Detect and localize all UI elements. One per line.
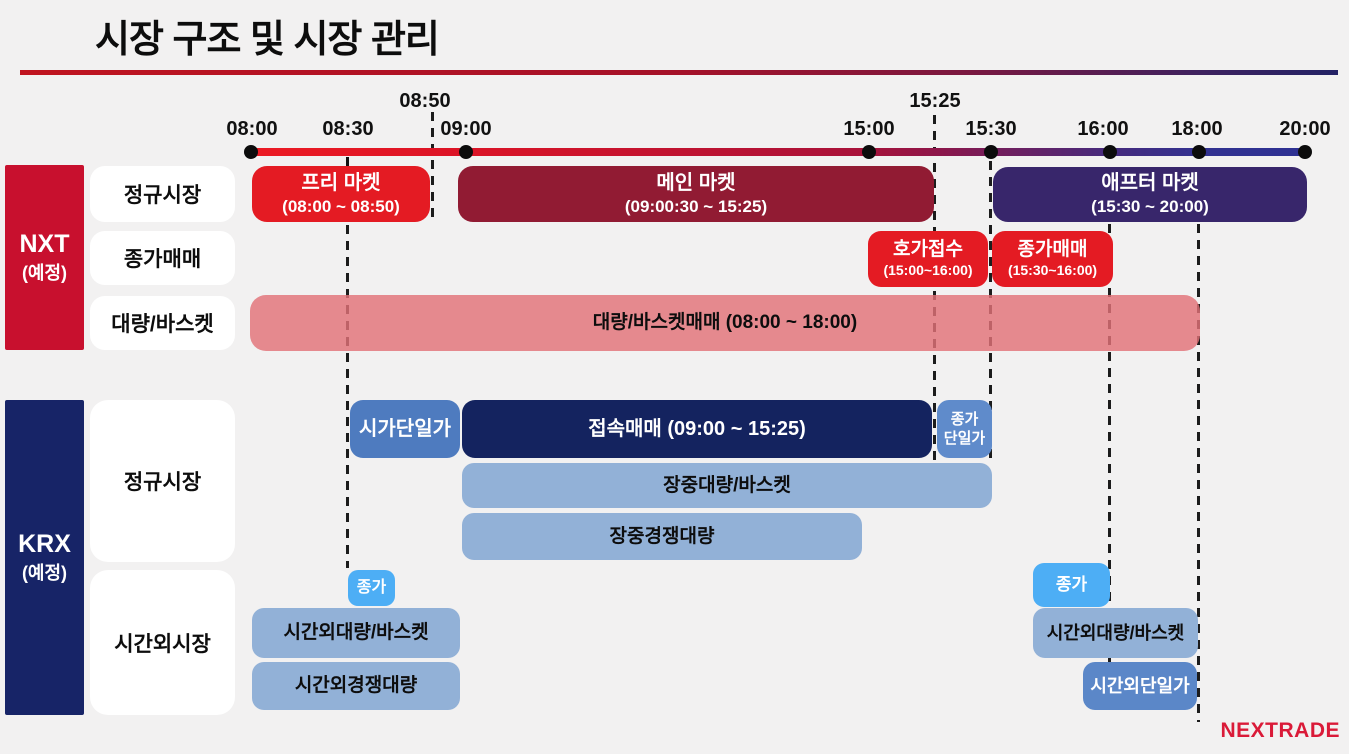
krx-bar-close-auction-left: 종가 <box>348 570 395 606</box>
block-basket-title: 대량/바스켓매매 (08:00 ~ 18:00) <box>592 312 858 334</box>
time-label-0850: 08:50 <box>399 90 451 112</box>
nxt-bar-block-basket: 대량/바스켓매매 (08:00 ~ 18:00) <box>250 295 1200 351</box>
title-gradient-divider <box>20 70 1338 75</box>
krx-row-label-regular-market: 정규시장 <box>90 400 235 562</box>
guide-dashed-line-1600 <box>1108 224 1111 708</box>
timeline-dot-0800 <box>244 145 258 159</box>
close-single-auction-line1: 종가 <box>950 410 979 428</box>
guide-dashed-line-1525 <box>933 115 936 460</box>
afterhours-block-basket-left-title: 시간외대량/바스켓 <box>283 622 429 644</box>
order-receipt-time: (15:00~16:00) <box>883 262 973 279</box>
after-market-time: (15:30 ~ 20:00) <box>1091 197 1209 217</box>
after-market-title: 애프터 마켓 <box>1101 172 1199 195</box>
close-single-auction-line2: 단일가 <box>943 430 986 447</box>
open-single-auction-title: 시가단일가 <box>359 417 451 440</box>
main-market-time: (09:00:30 ~ 15:25) <box>624 196 768 216</box>
time-label-1800: 18:00 <box>1171 118 1223 140</box>
krx-bar-continuous-trading: 접속매매 (09:00 ~ 15:25) <box>462 400 932 458</box>
time-label-0800: 08:00 <box>226 118 278 140</box>
nxt-bar-after-market: 애프터 마켓 (15:30 ~ 20:00) <box>993 167 1307 222</box>
nxt-sidebar: NXT (예정) <box>5 165 84 350</box>
pre-market-time: (08:00 ~ 08:50) <box>282 196 400 216</box>
timeline-tick-0830 <box>346 157 349 166</box>
nxt-row-label-block-basket: 대량/바스켓 <box>90 296 235 350</box>
guide-dashed-line-0850 <box>431 112 434 222</box>
close-auction-right-title: 종가 <box>1055 575 1088 595</box>
krx-sidebar-status: (예정) <box>21 562 68 583</box>
krx-bar-close-single-auction: 종가 단일가 <box>937 400 992 458</box>
krx-bar-afterhours-single-auction: 시간외단일가 <box>1083 662 1197 710</box>
timeline-dot-0900 <box>459 145 473 159</box>
krx-bar-afterhours-block-basket-left: 시간외대량/바스켓 <box>252 608 460 658</box>
timeline-dot-1530 <box>984 145 998 159</box>
krx-bar-intraday-block-basket: 장중대량/바스켓 <box>462 463 992 508</box>
nxt-bar-order-receipt: 호가접수 (15:00~16:00) <box>868 231 988 287</box>
closing-trade-time: (15:30~16:00) <box>1007 262 1098 279</box>
krx-bar-intraday-competitive-block: 장중경쟁대량 <box>462 513 862 560</box>
krx-bar-afterhours-competitive-block: 시간외경쟁대량 <box>252 662 460 710</box>
close-auction-left-title: 종가 <box>356 579 387 596</box>
krx-bar-afterhours-block-basket-right: 시간외대량/바스켓 <box>1033 608 1198 658</box>
timeline-gradient-bar <box>250 148 1307 156</box>
time-label-1530: 15:30 <box>965 118 1017 140</box>
closing-trade-title: 종가매매 <box>1017 239 1088 261</box>
time-label-1500: 15:00 <box>843 118 895 140</box>
krx-sidebar-name: KRX <box>18 530 71 559</box>
nextrade-logo: NEXTRADE <box>1220 719 1340 742</box>
krx-bar-close-auction-right: 종가 <box>1033 563 1110 607</box>
afterhours-competitive-block-title: 시간외경쟁대량 <box>294 675 418 697</box>
guide-dashed-line-1800 <box>1197 224 1200 722</box>
krx-bar-open-single-auction: 시가단일가 <box>350 400 460 458</box>
nxt-bar-main-market: 메인 마켓 (09:00:30 ~ 15:25) <box>458 166 934 222</box>
nxt-sidebar-name: NXT <box>19 230 70 259</box>
time-label-0830: 08:30 <box>322 118 374 140</box>
timeline-dot-1600 <box>1103 145 1117 159</box>
continuous-trading-title: 접속매매 (09:00 ~ 15:25) <box>588 417 806 440</box>
order-receipt-title: 호가접수 <box>893 239 963 261</box>
time-label-1600: 16:00 <box>1077 118 1129 140</box>
timeline-dot-1800 <box>1192 145 1206 159</box>
intraday-competitive-block-title: 장중경쟁대량 <box>609 525 715 547</box>
afterhours-single-auction-title: 시간외단일가 <box>1090 675 1190 696</box>
time-label-2000: 20:00 <box>1279 118 1331 140</box>
guide-dashed-line-0830 <box>346 225 349 568</box>
time-label-0900: 09:00 <box>440 118 492 140</box>
intraday-block-basket-title: 장중대량/바스켓 <box>663 474 791 496</box>
timeline-dot-2000 <box>1298 145 1312 159</box>
pre-market-title: 프리 마켓 <box>301 171 381 194</box>
nxt-row-label-closing-trade: 종가매매 <box>90 231 235 285</box>
nxt-bar-closing-trade: 종가매매 (15:30~16:00) <box>992 231 1113 287</box>
timeline-dot-1500 <box>862 145 876 159</box>
main-market-title: 메인 마켓 <box>656 171 736 194</box>
time-label-1525: 15:25 <box>909 90 961 112</box>
nxt-row-label-regular-market: 정규시장 <box>90 166 235 222</box>
nxt-sidebar-status: (예정) <box>21 262 68 283</box>
page-title: 시장 구조 및 시장 관리 <box>95 19 440 61</box>
krx-row-label-after-hours-market: 시간외시장 <box>90 570 235 715</box>
nxt-bar-pre-market: 프리 마켓 (08:00 ~ 08:50) <box>252 166 430 222</box>
krx-sidebar: KRX (예정) <box>5 400 84 715</box>
afterhours-block-basket-right-title: 시간외대량/바스켓 <box>1046 622 1185 643</box>
